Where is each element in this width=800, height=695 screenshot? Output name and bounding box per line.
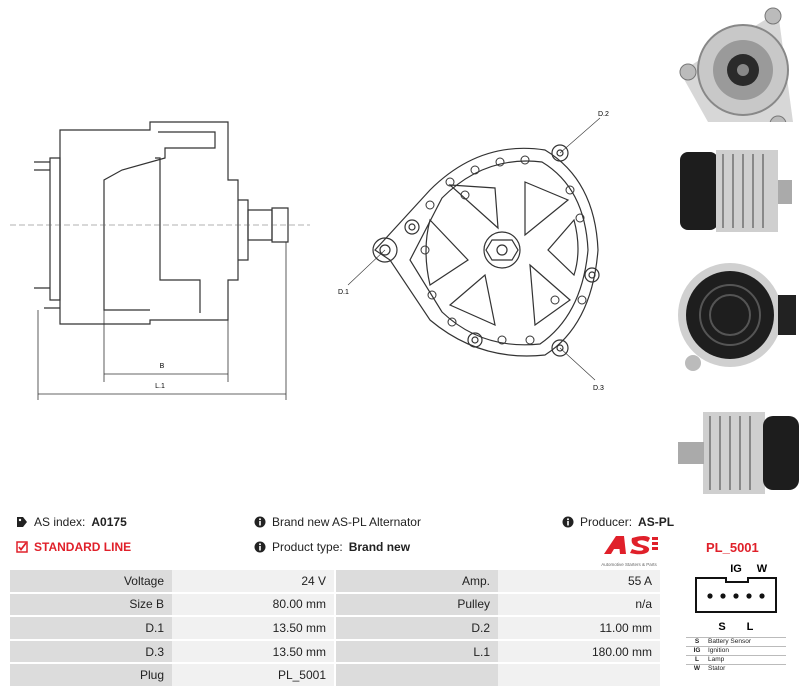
dimension-b-label: B [160, 363, 165, 370]
spec-label [336, 662, 498, 688]
product-photo-front[interactable] [668, 2, 800, 122]
spec-value: 11.00 mm [498, 615, 660, 641]
side-view-drawing: B L.1 [10, 121, 310, 400]
legend-row: S Battery Sensor [686, 637, 786, 646]
spec-label: Pulley [336, 591, 498, 618]
legend-key: IG [693, 647, 701, 654]
legend-value: Stator [708, 665, 726, 672]
product-type-value: Brand new [348, 540, 411, 554]
legend-row: L Lamp [686, 655, 786, 664]
spec-value: 24 V [172, 568, 334, 594]
legend-key: S [694, 638, 700, 645]
spec-label: Amp. [336, 568, 498, 594]
legend-key: W [693, 665, 701, 672]
as-logo-mark [604, 536, 658, 555]
checkbox-checked-icon [16, 541, 28, 553]
front-view-drawing: D.2 D.1 D.3 [338, 111, 609, 392]
plug-pin-ig-label: IG [730, 563, 742, 575]
spec-label: Plug [10, 662, 172, 688]
spec-label: Size B [10, 591, 172, 618]
spec-gap [334, 591, 336, 618]
spec-value [498, 662, 660, 688]
spec-label: L.1 [336, 638, 498, 665]
product-type-row: Product type: Brand new [254, 540, 410, 554]
spec-label: D.3 [10, 638, 172, 665]
product-photo-rear[interactable] [668, 255, 800, 375]
spec-value: 13.50 mm [172, 615, 334, 641]
spec-gap [334, 568, 336, 594]
spec-label: Voltage [10, 568, 172, 594]
spec-value: 180.00 mm [498, 638, 660, 665]
spec-label: D.1 [10, 615, 172, 641]
product-type-label: Product type: [272, 540, 343, 554]
spec-value: n/a [498, 591, 660, 618]
diameter-d2-label: D.2 [598, 111, 609, 118]
info-icon [562, 516, 574, 528]
producer-value: AS-PL [638, 515, 675, 529]
spec-gap [334, 638, 336, 665]
producer-label: Producer: [580, 515, 633, 529]
standard-line-row: STANDARD LINE [16, 540, 131, 554]
brand-line-text: Brand new AS-PL Alternator [272, 515, 421, 529]
spec-value: 55 A [498, 568, 660, 594]
legend-row: IG Ignition [686, 646, 786, 655]
dimension-l1-label: L.1 [155, 383, 165, 390]
product-photo-side-right[interactable] [668, 388, 800, 508]
legend-key: L [695, 656, 699, 663]
product-photo-side-left[interactable] [668, 132, 800, 252]
legend-row: W Stator [686, 664, 786, 673]
spec-value: 13.50 mm [172, 638, 334, 665]
as-pl-logo: Automotive Starters & Parts [598, 534, 660, 567]
plug-pin-l-label: L [747, 621, 754, 633]
legend-value: Battery Sensor [708, 638, 751, 645]
producer-row: Producer: AS-PL [562, 515, 674, 529]
plug-title: PL_5001 [706, 540, 759, 555]
diameter-d3-label: D.3 [593, 385, 604, 392]
standard-line-label: STANDARD LINE [34, 540, 132, 554]
spec-label: D.2 [336, 615, 498, 641]
plug-pin-w-label: W [757, 563, 768, 575]
plug-pin-s-label: S [718, 621, 725, 633]
as-index-value: A0175 [91, 515, 127, 529]
spec-value: 80.00 mm [172, 591, 334, 618]
spec-value: PL_5001 [172, 662, 334, 688]
as-index-row: AS index: A0175 [16, 515, 127, 529]
info-icon [254, 516, 266, 528]
plug-diagram: IG W S L [695, 563, 777, 633]
spec-gap [334, 662, 336, 688]
legend-value: Ignition [708, 647, 729, 654]
logo-caption: Automotive Starters & Parts [601, 562, 657, 567]
as-index-label: AS index: [34, 515, 86, 529]
spec-gap [334, 615, 336, 641]
diameter-d1-label: D.1 [338, 289, 349, 296]
legend-value: Lamp [708, 656, 725, 663]
brand-row: Brand new AS-PL Alternator [254, 515, 421, 529]
tag-icon [17, 517, 27, 527]
info-icon [254, 541, 266, 553]
